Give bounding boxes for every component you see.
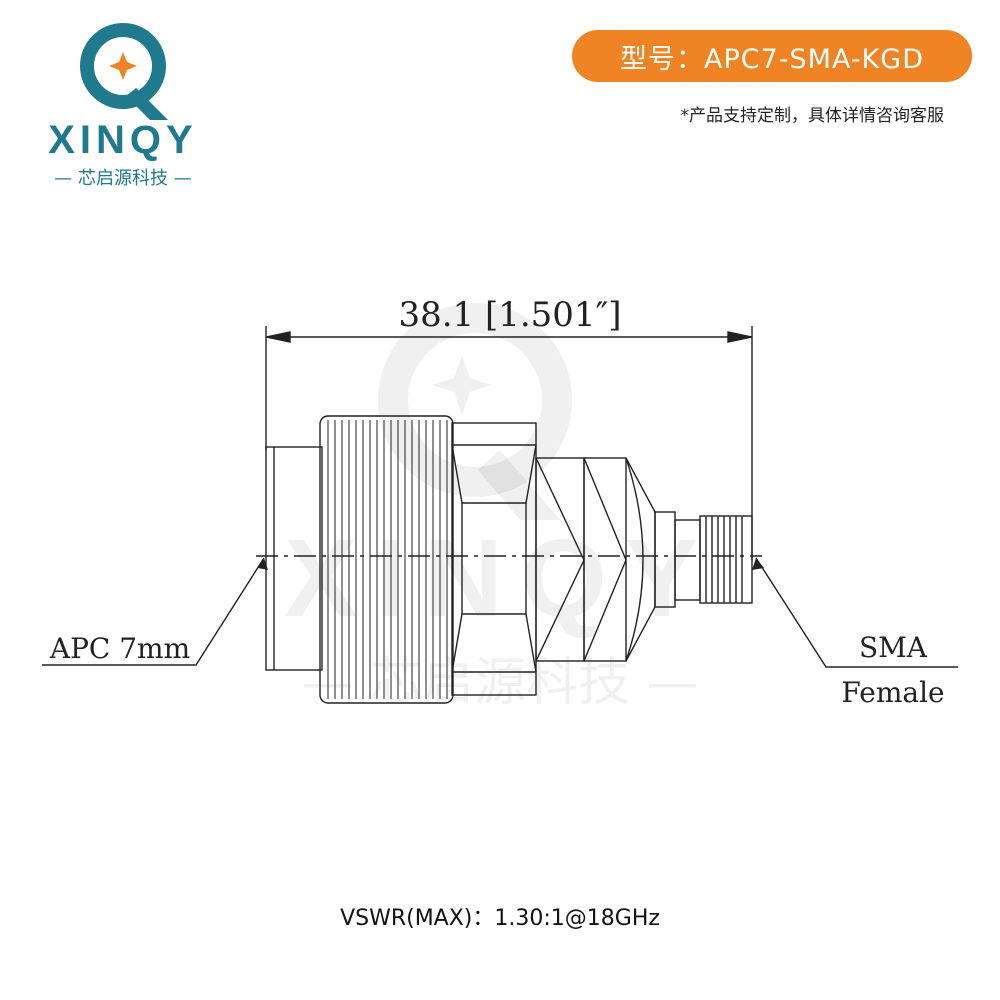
knurled-coupling-nut xyxy=(319,415,454,704)
dimension-arrow-left xyxy=(265,331,291,343)
apc-front-section xyxy=(265,446,323,671)
left-leader-line xyxy=(42,557,265,666)
logo-subtitle: — 芯启源科技 — xyxy=(54,168,192,189)
vswr-spec: VSWR(MAX)：1.30:1@18GHz xyxy=(340,906,660,931)
customization-note: *产品支持定制，具体详情咨询客服 xyxy=(680,106,945,126)
hex-body xyxy=(451,422,537,696)
right-leader-line xyxy=(755,557,958,668)
sma-label: SMA xyxy=(859,631,928,664)
dimension-arrow-right xyxy=(727,331,753,343)
company-logo: XINQY — 芯启源科技 — xyxy=(18,18,228,189)
dimension-label: 38.1 [1.501″] xyxy=(398,295,621,335)
apc-7mm-label: APC 7mm xyxy=(49,632,190,665)
logo-q-icon xyxy=(80,23,168,120)
adapter-body xyxy=(535,457,656,662)
female-label: Female xyxy=(841,676,944,709)
model-badge: 型号：APC7-SMA-KGD xyxy=(572,30,972,82)
logo-brand-text: XINQY xyxy=(48,118,198,162)
sma-female-connector xyxy=(654,511,753,608)
